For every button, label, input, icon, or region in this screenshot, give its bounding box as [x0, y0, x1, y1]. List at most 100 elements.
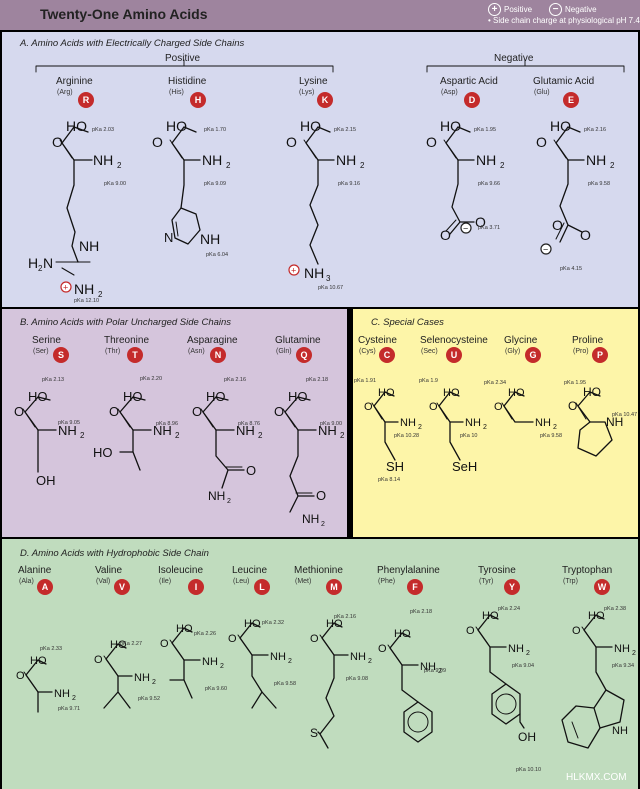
atom-sub: 2 [72, 695, 76, 702]
name-alanine: Alanine [18, 565, 52, 576]
pka-label: pKa 1.91 [354, 378, 376, 384]
atom-ho: HO [394, 628, 411, 640]
abbr-tryptophan: (Trp) [563, 578, 578, 585]
atom-nh: NH [612, 725, 628, 737]
atom-ho: HO [378, 387, 395, 399]
atom-ho: HO [583, 385, 601, 399]
name-lysine: Lysine [299, 76, 328, 87]
atom-nh2: NH [318, 423, 337, 438]
atom-sub: 2 [526, 650, 530, 657]
name-asparagine: Asparagine [187, 335, 238, 346]
atom-o: O [475, 214, 486, 230]
name-glutamine: Glutamine [275, 335, 321, 346]
atom-o: O [568, 399, 577, 413]
atom-ho: HO [166, 118, 187, 134]
pka-label: pKa 12.10 [74, 298, 99, 304]
atom-sub: 2 [80, 431, 85, 440]
group-negative: Negative [494, 53, 534, 64]
atom-sub: 2 [483, 424, 487, 431]
pka-label: pKa 9.09 [204, 181, 226, 187]
name-isoleucine: Isoleucine [158, 565, 204, 576]
abbr-serine: (Ser) [33, 348, 49, 355]
atom-o: O [426, 134, 437, 150]
charge-markers: + + − − [60, 222, 552, 293]
atom-sub: 2 [360, 161, 365, 170]
panel-polar: B. Amino Acids with Polar Uncharged Side… [2, 309, 347, 537]
pka-label: pKa 2.27 [120, 641, 142, 647]
pka-label: pKa 9.16 [338, 181, 360, 187]
atom-o: O [192, 404, 202, 419]
name-leucine: Leucine [232, 565, 268, 576]
atom-nh2: NH [508, 643, 524, 655]
pka-label: pKa 2.24 [498, 606, 520, 612]
badge-isoleucine: I [188, 579, 204, 595]
pka-label: pKa 3.71 [478, 225, 500, 231]
atom-oh: OH [36, 473, 56, 488]
atom-o: O [536, 134, 547, 150]
atom-nh3: NH [304, 265, 324, 281]
pka-label: pKa 6.04 [206, 252, 228, 258]
charge-sign: − [543, 245, 548, 255]
atom-sub: 2 [610, 161, 615, 170]
pka-label: pKa 2.16 [334, 614, 356, 620]
abbr-glutamic-acid: (Glu) [534, 89, 550, 96]
pka-label: pKa 8.76 [238, 421, 260, 427]
name-tyrosine: Tyrosine [478, 565, 516, 576]
atom-o: O [160, 638, 169, 650]
atom-nh2: NH [54, 688, 70, 700]
badge-arginine: R [78, 92, 94, 108]
atom-ho: HO [288, 389, 308, 404]
atom-s: S [310, 726, 318, 740]
atom-o: O [109, 404, 119, 419]
pka-label: pKa 10.47 [612, 412, 637, 418]
pka-label: pKa 2.38 [604, 606, 626, 612]
atom-ho: HO [93, 445, 113, 460]
badge-glutamine: Q [296, 347, 312, 363]
atom-n: N [43, 255, 53, 271]
pka-label: pKa 2.16 [584, 127, 606, 133]
legend-positive: Positive [504, 4, 533, 14]
atom-h2n: H [28, 255, 38, 271]
panel-hydrophobic: D. Amino Acids with Hydrophobic Side Cha… [2, 539, 638, 789]
name-arginine: Arginine [56, 76, 93, 87]
abbr-lysine: (Lys) [299, 89, 315, 96]
atom-o: O [152, 134, 163, 150]
abbr-alanine: (Ala) [19, 578, 34, 585]
abbr-glycine: (Gly) [505, 348, 521, 355]
name-aspartic-acid: Aspartic Acid [440, 76, 498, 87]
pka-label: pKa 9.05 [58, 420, 80, 426]
atom-nh2: NH [93, 152, 113, 168]
badge-methionine: M [326, 579, 342, 595]
abbr-phenylalanine: (Phe) [378, 578, 396, 585]
atom-o: O [429, 401, 438, 413]
name-serine: Serine [32, 335, 61, 346]
panel-special: C. Special Cases Cysteine (Cys) C Seleno… [353, 309, 638, 537]
atom-sub: 2 [152, 679, 156, 686]
watermark: HLKMX.COM [566, 772, 627, 783]
atom-o: O [580, 227, 591, 243]
atom-o: O [440, 227, 451, 243]
atom-sub: 2 [340, 431, 345, 440]
atom-nh2: NH [270, 651, 286, 663]
pka-label: pKa 1.95 [564, 380, 586, 386]
pka-label: pKa 9.08 [346, 676, 368, 682]
atom-sub: 2 [438, 668, 442, 675]
negative-charge-icon [460, 222, 472, 234]
atom-nh2: NH [614, 643, 630, 655]
abbr-glutamine: (Gln) [276, 348, 292, 355]
atom-o: O [364, 401, 373, 413]
atom-ho: HO [176, 623, 193, 635]
charge-legend: +Positive −Negative • Side chain charge … [488, 3, 640, 26]
atom-sub: 2 [220, 663, 224, 670]
atom-o: O [286, 134, 297, 150]
atom-oh: OH [518, 730, 536, 744]
atom-nh2: NH [476, 152, 496, 168]
atom-nh2: NH [535, 417, 551, 429]
atom-sub: 2 [258, 431, 263, 440]
group-positive: Positive [165, 53, 201, 64]
abbr-valine: (Val) [96, 578, 111, 585]
pka-label: pKa 1.9 [419, 378, 438, 384]
atom-sub: 3 [326, 274, 331, 283]
badge-tryptophan: W [594, 579, 610, 595]
abbr-arginine: (Arg) [57, 89, 73, 96]
